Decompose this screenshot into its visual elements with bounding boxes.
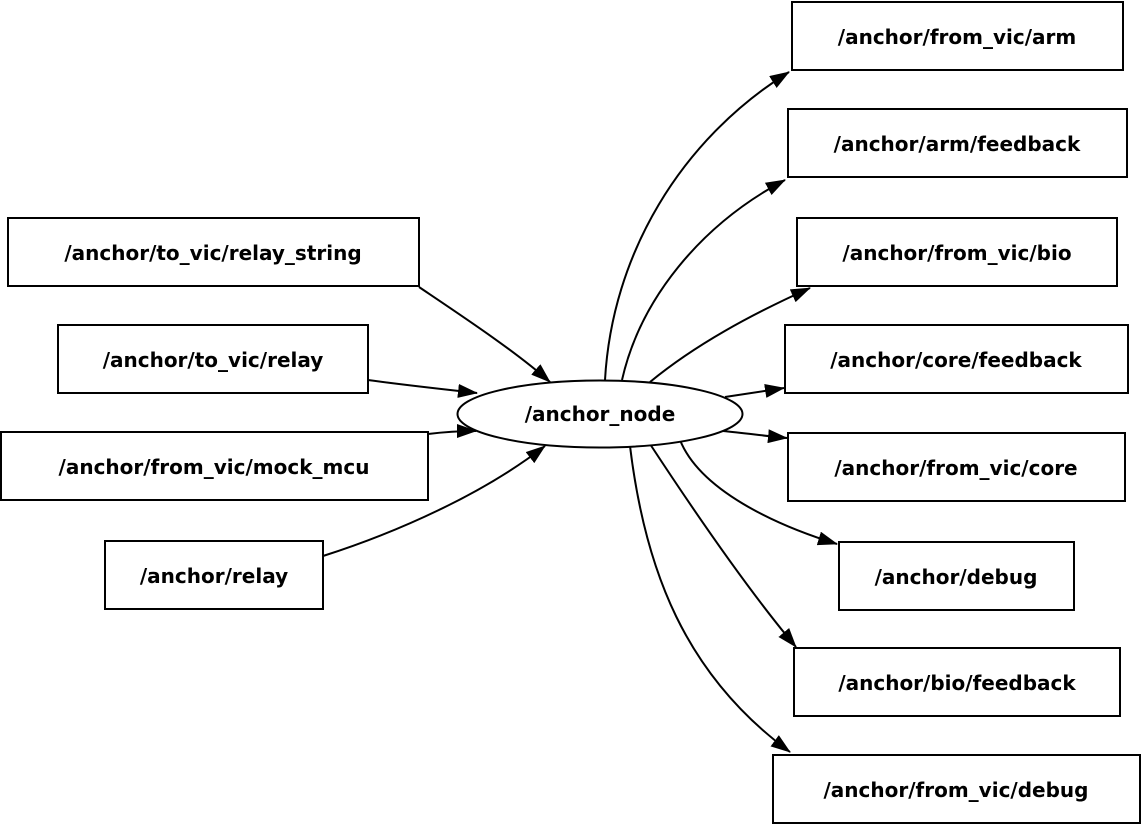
edge-anchor-node-to-debug (679, 439, 838, 546)
edge-anchor-node-to-bio-feedback (649, 443, 797, 648)
topic-label: /anchor/core/feedback (830, 348, 1082, 372)
topic-box (0, 431, 429, 501)
edge-to-vic-relay-to-anchor-node (367, 379, 478, 398)
edge-anchor-node-to-from-vic-debug (629, 445, 791, 753)
topic-box (7, 217, 420, 287)
topic-label: /anchor/bio/feedback (838, 671, 1076, 695)
topic-label: /anchor/to_vic/relay_string (64, 241, 361, 265)
edge-to-vic-relay-string-to-anchor-node (418, 286, 551, 383)
topic-box (787, 432, 1126, 502)
topic-label: /anchor/to_vic/relay (103, 348, 324, 372)
topic-node-core-feedback: /anchor/core/feedback (784, 324, 1129, 394)
topic-box (838, 541, 1075, 611)
center-node-anchor-node: /anchor_node (456, 379, 744, 449)
topic-label: /anchor/from_vic/arm (838, 25, 1076, 49)
topic-box (104, 540, 324, 610)
topic-node-to-vic-relay: /anchor/to_vic/relay (57, 324, 369, 394)
topic-node-from-vic-bio: /anchor/from_vic/bio (796, 217, 1118, 287)
topic-box (772, 754, 1141, 824)
topic-node-to-vic-relay-string: /anchor/to_vic/relay_string (7, 217, 420, 287)
topic-label: /anchor/from_vic/mock_mcu (59, 455, 370, 479)
edge-relay-to-anchor-node (322, 445, 546, 557)
topic-box (796, 217, 1118, 287)
center-node-label: /anchor_node (525, 402, 676, 426)
topic-node-relay: /anchor/relay (104, 540, 324, 610)
edge-anchor-node-to-from-vic-core (722, 429, 788, 444)
edge-from-vic-mock-mcu-to-anchor-node (427, 424, 477, 439)
edge-anchor-node-to-from-vic-bio (649, 287, 811, 383)
topic-node-debug: /anchor/debug (838, 541, 1075, 611)
topic-label: /anchor/relay (140, 564, 288, 588)
topic-label: /anchor/from_vic/bio (842, 241, 1071, 265)
center-node-ellipse (456, 379, 744, 449)
edge-anchor-node-to-core-feedback (724, 384, 785, 398)
topic-box (793, 647, 1121, 717)
topic-label: /anchor/debug (875, 565, 1038, 589)
topic-label: /anchor/from_vic/debug (824, 778, 1089, 802)
topic-node-bio-feedback: /anchor/bio/feedback (793, 647, 1121, 717)
topic-box (787, 108, 1128, 178)
topic-label: /anchor/from_vic/core (834, 456, 1077, 480)
edge-anchor-node-to-arm-feedback (621, 179, 786, 381)
topic-box (784, 324, 1129, 394)
topic-node-from-vic-core: /anchor/from_vic/core (787, 432, 1126, 502)
topic-node-from-vic-arm: /anchor/from_vic/arm (791, 1, 1124, 71)
topic-box (57, 324, 369, 394)
topic-node-from-vic-debug: /anchor/from_vic/debug (772, 754, 1141, 824)
topic-label: /anchor/arm/feedback (834, 132, 1081, 156)
topic-box (791, 1, 1124, 71)
topic-node-from-vic-mock-mcu: /anchor/from_vic/mock_mcu (0, 431, 429, 501)
topic-node-arm-feedback: /anchor/arm/feedback (787, 108, 1128, 178)
edge-anchor-node-to-from-vic-arm (604, 71, 790, 381)
